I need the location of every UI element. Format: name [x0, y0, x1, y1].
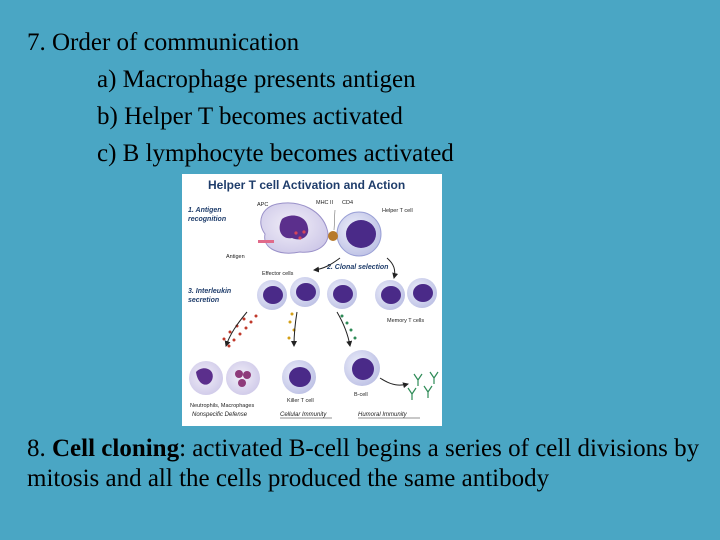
neutrophil-label: Neutrophils, Macrophages — [190, 403, 254, 409]
antibodies — [407, 371, 439, 400]
helper-t-cell — [336, 211, 382, 257]
item-8-number: 8. — [27, 435, 46, 462]
item-8-paragraph: 8. Cell cloning: activated B-cell begins… — [27, 434, 707, 494]
step3-label-line1: 3. Interleukin — [188, 288, 231, 295]
item-7b: b) Helper T becomes activated — [97, 103, 403, 130]
antigen-label: Antigen — [226, 254, 245, 260]
step3-label-line2: secretion — [188, 297, 219, 304]
step1-label-line2: recognition — [188, 216, 226, 223]
item-7a: a) Macrophage presents antigen — [97, 66, 416, 93]
cd4-label: CD4 — [342, 200, 353, 206]
b-cell — [344, 350, 380, 386]
item-8-text: : activated B-cell begins a series of ce… — [27, 435, 700, 492]
killer-label: Killer T cell — [287, 398, 314, 404]
nonspecific-label: Nonspecific Defense — [192, 412, 248, 418]
humoral-label: Humoral Immunity — [358, 412, 408, 418]
cellular-label: Cellular Immunity — [280, 412, 327, 418]
mhc-label: MHC II — [316, 200, 334, 206]
antigen-particles — [258, 230, 306, 243]
figure-title: Helper T cell Activation and Action — [208, 178, 405, 192]
memory-t-cells — [375, 278, 437, 310]
step1-label-line1: 1. Antigen — [188, 207, 222, 214]
bcell-label: B-cell — [354, 392, 368, 398]
helper-t-cell-figure: Helper T cell Activation and Action 1. A… — [182, 174, 442, 426]
memory-label: Memory T cells — [387, 318, 424, 324]
interleukin-dots — [222, 312, 357, 348]
effector-label: Effector cells — [262, 271, 294, 277]
apc-label: APC — [257, 202, 268, 208]
item-8-term: Cell cloning — [52, 435, 180, 462]
item-7-heading: 7. Order of communication — [27, 29, 300, 56]
helper-t-label: Helper T cell — [382, 208, 413, 214]
neutrophil-macrophage-cells — [189, 361, 260, 395]
mhc-receptor — [328, 231, 338, 241]
apc-cell — [260, 202, 329, 254]
effector-cells — [257, 277, 357, 310]
item-7c: c) B lymphocyte becomes activated — [97, 140, 454, 167]
killer-t-cell — [282, 360, 316, 394]
step2-label: 2. Clonal selection — [326, 264, 388, 271]
